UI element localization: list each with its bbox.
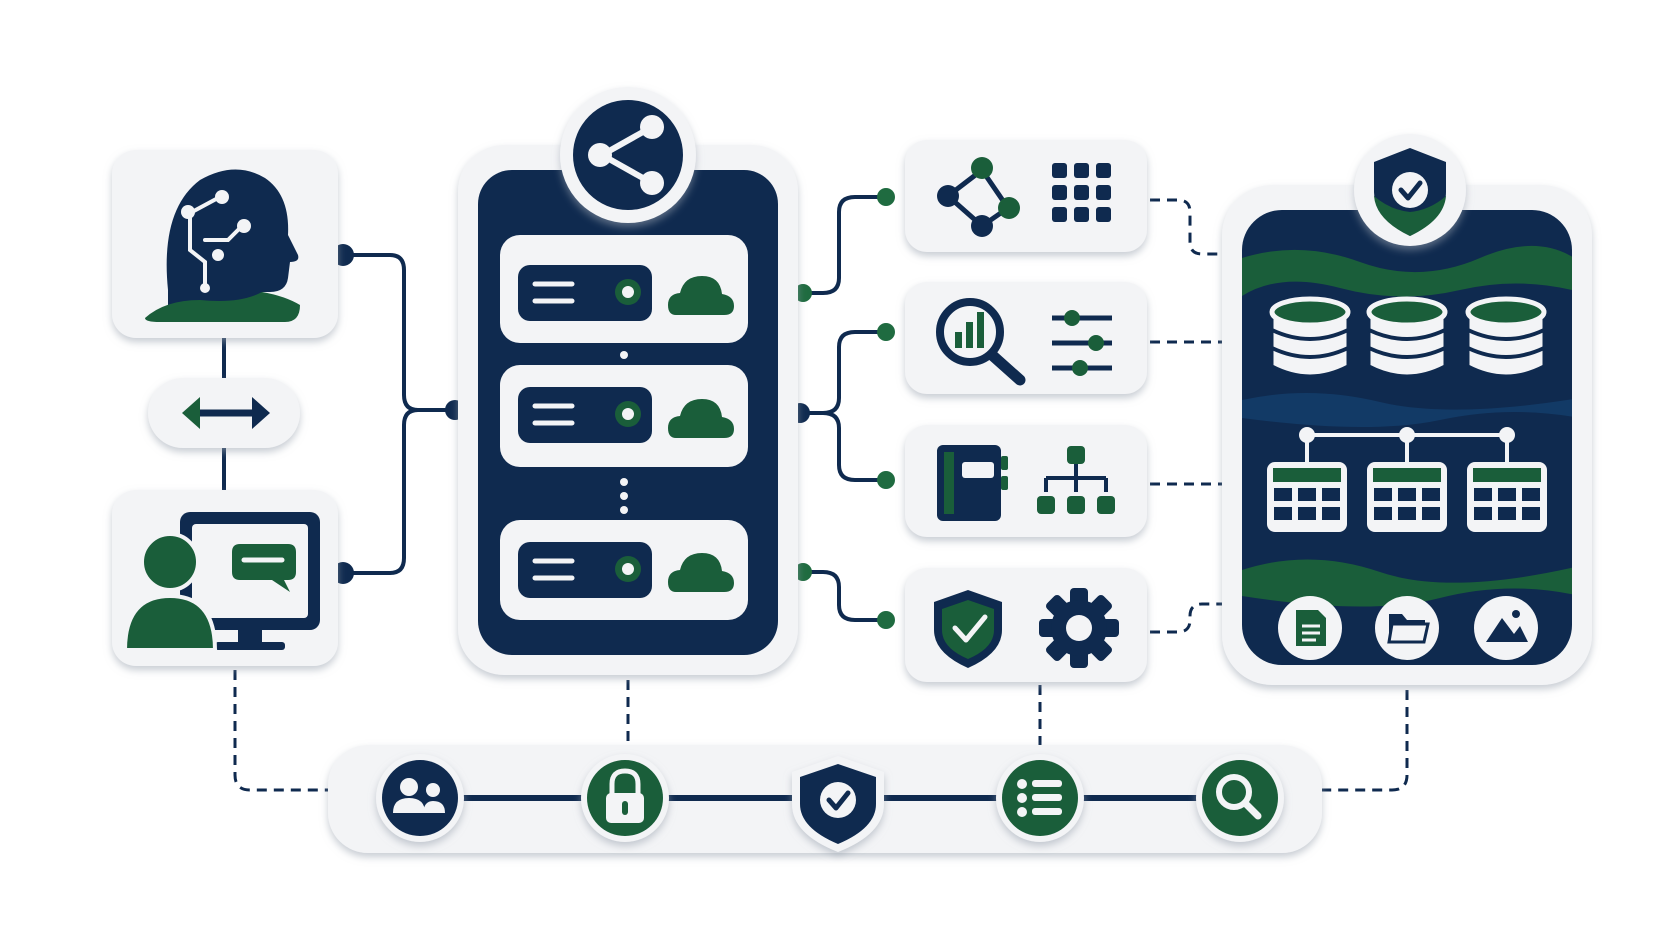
database-icon: [1269, 296, 1351, 378]
users-button[interactable]: [376, 754, 464, 842]
cloud-icon: [668, 276, 734, 315]
analytics-card[interactable]: [905, 282, 1147, 394]
node-graph-icon: [937, 157, 1020, 237]
share-badge[interactable]: [560, 87, 696, 223]
connector-line: [800, 330, 886, 415]
database-icon: [1465, 296, 1547, 378]
separator-dot: [620, 351, 628, 359]
connector-dot: [877, 323, 895, 341]
connector-line: [803, 570, 886, 622]
share-network-icon: [588, 115, 664, 195]
server-unit[interactable]: [500, 520, 748, 620]
bottom-control-bar: [328, 745, 1322, 853]
integration-card[interactable]: [905, 140, 1147, 252]
connector-line: [803, 195, 886, 295]
ai-user-card[interactable]: [112, 150, 338, 338]
table-tree-lines: [1299, 427, 1515, 462]
shield-check-icon: [1374, 148, 1446, 236]
human-user-card[interactable]: [112, 490, 338, 666]
list-icon: [1017, 779, 1062, 817]
person-icon: [122, 532, 218, 652]
knowledge-card[interactable]: [905, 425, 1147, 537]
connector-line: [343, 408, 419, 575]
server-rack-icon: [518, 265, 652, 321]
connector-dot: [794, 284, 812, 302]
separator-dot: [620, 492, 628, 500]
chart-magnifier-icon: [936, 298, 1026, 386]
shield-check-icon: [934, 590, 1002, 668]
server-unit[interactable]: [500, 365, 748, 467]
dashed-connector: [1318, 690, 1409, 792]
folder-icon: [1375, 596, 1439, 660]
lock-icon: [606, 768, 644, 823]
exchange-pill[interactable]: [148, 378, 300, 448]
dashed-connector: [233, 670, 330, 792]
table-icon: [1267, 462, 1347, 532]
dashed-connector: [1150, 602, 1224, 634]
monitor-chat-icon: [180, 512, 320, 650]
data-store-card[interactable]: [1222, 134, 1592, 685]
image-icon: [1474, 596, 1538, 660]
connector-line: [822, 411, 886, 482]
separator-dot: [620, 478, 628, 486]
ai-head-circuit-icon: [145, 169, 300, 322]
database-icon: [1366, 296, 1448, 378]
document-icon: [1278, 596, 1342, 660]
server-rack-icon: [518, 542, 652, 598]
server-stack-card[interactable]: [458, 87, 798, 675]
separator-dot: [620, 506, 628, 514]
users-icon: [393, 778, 445, 813]
list-button[interactable]: [996, 754, 1084, 842]
connector-dot: [794, 563, 812, 581]
gear-icon: [1039, 588, 1119, 668]
bidirectional-arrow-icon: [182, 397, 270, 429]
shield-check-icon: [800, 764, 876, 844]
table-icon: [1367, 462, 1447, 532]
security-badge[interactable]: [1354, 134, 1466, 246]
search-icon: [1216, 774, 1262, 820]
dashed-connector: [1150, 198, 1224, 256]
connector-dot: [877, 188, 895, 206]
security-button[interactable]: [792, 756, 884, 852]
lock-button[interactable]: [581, 754, 669, 842]
connector-dot: [877, 471, 895, 489]
cloud-icon: [668, 553, 734, 592]
server-rack-icon: [518, 387, 652, 443]
app-grid-icon: [1052, 163, 1111, 222]
connector-dot: [877, 611, 895, 629]
sliders-icon: [1052, 310, 1112, 376]
search-button[interactable]: [1196, 754, 1284, 842]
governance-card[interactable]: [905, 568, 1147, 682]
table-icon: [1467, 462, 1547, 532]
server-unit[interactable]: [500, 235, 748, 343]
cloud-icon: [668, 399, 734, 438]
hierarchy-icon: [1037, 446, 1115, 514]
connector-line: [343, 253, 455, 412]
notebook-icon: [937, 445, 1008, 521]
